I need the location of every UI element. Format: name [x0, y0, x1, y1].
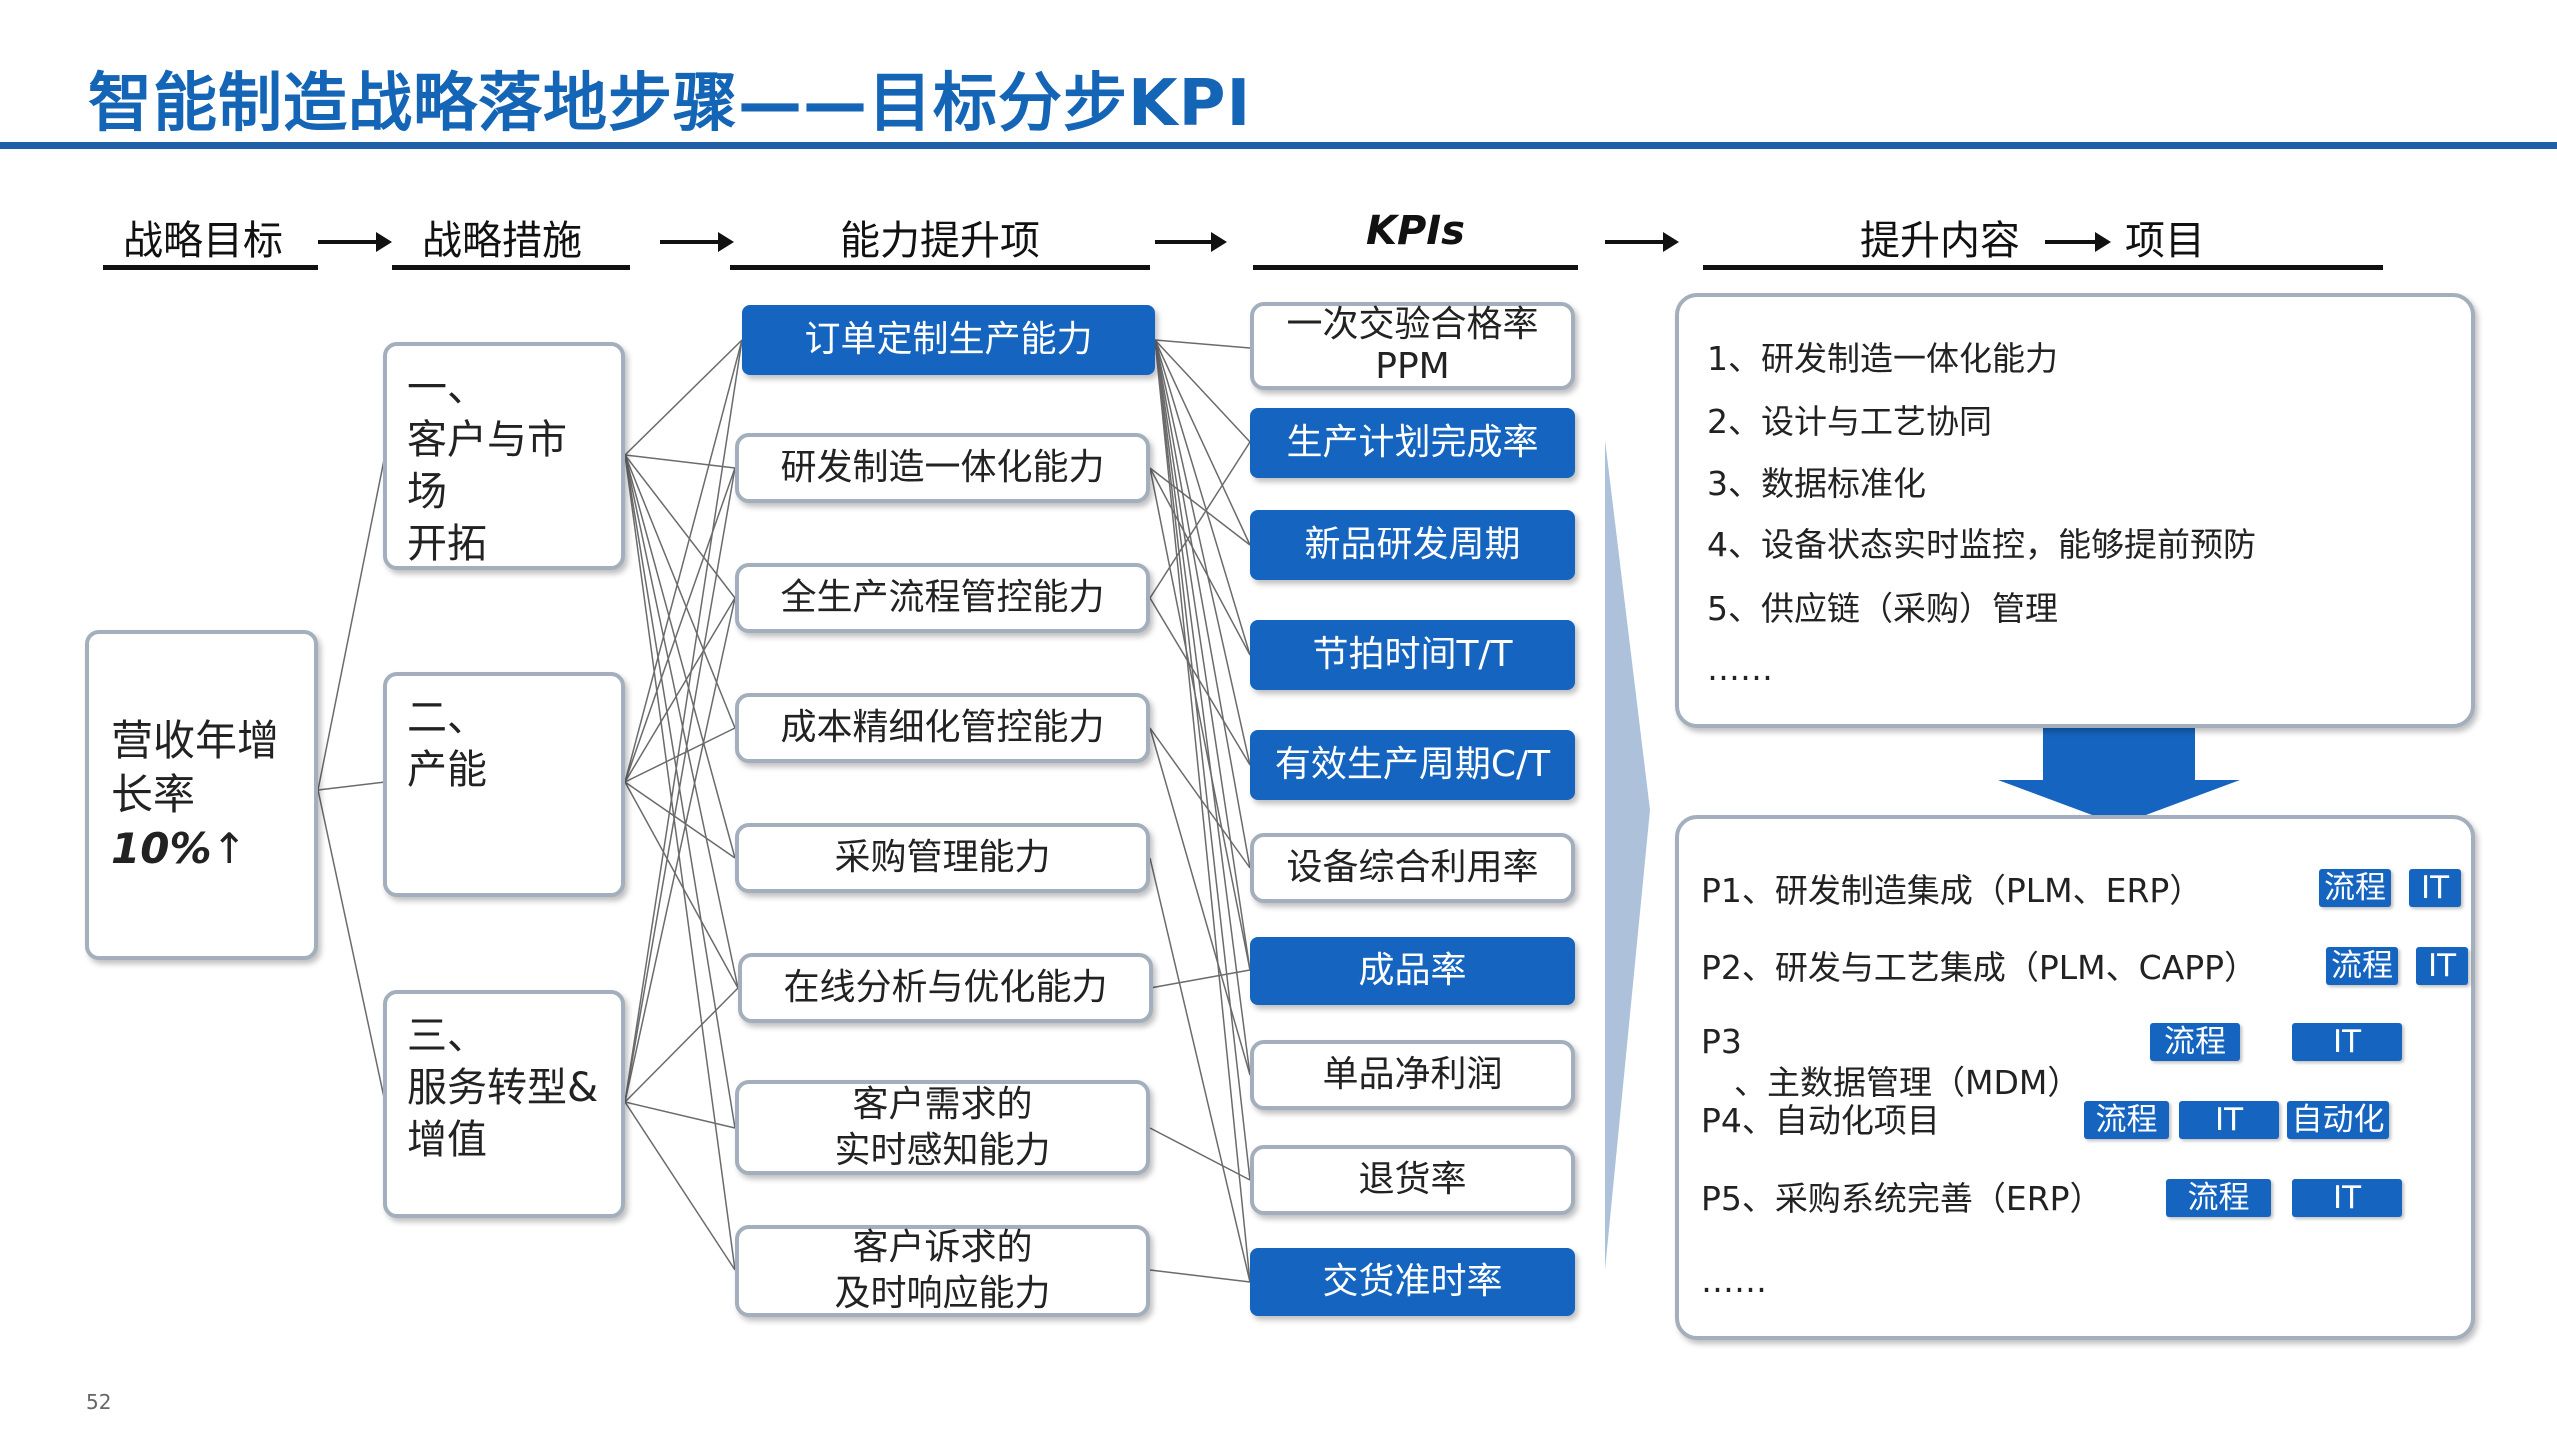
capability-item: 客户需求的实时感知能力 — [735, 1080, 1150, 1175]
kpi-item: 成品率 — [1250, 937, 1575, 1005]
kpi-item: 交货准时率 — [1250, 1248, 1575, 1316]
project-box: P1、研发制造集成（PLM、ERP） 流程 IT P2、研发与工艺集成（PLM、… — [1675, 815, 2475, 1340]
right-arrow-icon — [660, 232, 734, 252]
it-tag: IT — [2292, 1179, 2402, 1217]
it-tag: IT — [2179, 1101, 2279, 1139]
content-list-box: 1、研发制造一体化能力 2、设计与工艺协同 3、数据标准化 4、设备状态实时监控… — [1675, 293, 2475, 728]
header-capabilities: 能力提升项 — [840, 218, 1040, 264]
automation-tag: 自动化 — [2287, 1101, 2389, 1139]
kpi-item: 设备综合利用率 — [1250, 833, 1575, 903]
capability-item: 订单定制生产能力 — [742, 305, 1155, 375]
project-p5: P5、采购系统完善（ERP） — [1701, 1179, 2103, 1218]
kpi-item: 退货率 — [1250, 1145, 1575, 1215]
kpi-item: 单品净利润 — [1250, 1040, 1575, 1110]
right-arrow-icon — [2045, 232, 2111, 252]
capability-item: 在线分析与优化能力 — [738, 953, 1153, 1023]
right-arrow-icon — [1155, 232, 1227, 252]
page-number: 52 — [86, 1390, 112, 1414]
page-title: 智能制造战略落地步骤——目标分步KPI — [88, 67, 1252, 141]
it-tag: IT — [2416, 947, 2468, 985]
goal-line-1: 营收年增 — [111, 716, 280, 765]
project-p4: P4、自动化项目 — [1701, 1101, 1940, 1140]
measure-box-1: 一、客户与市场开拓 — [383, 342, 625, 570]
header-underline — [392, 265, 630, 270]
project-p3: P3 — [1701, 1022, 1742, 1061]
goal-line-2: 长率10%↑ — [111, 770, 247, 873]
header-underline — [1703, 265, 2383, 270]
capability-item: 客户诉求的及时响应能力 — [735, 1225, 1150, 1317]
right-arrow-icon — [1605, 232, 1679, 252]
project-more: …… — [1701, 1261, 1767, 1300]
header-strategic-measures: 战略措施 — [422, 218, 582, 264]
measure-box-2: 二、产能 — [383, 672, 625, 897]
header-strategic-goal: 战略目标 — [123, 218, 283, 264]
header-project: 项目 — [2125, 218, 2205, 264]
kpi-item: 节拍时间T/T — [1250, 620, 1575, 690]
it-tag: IT — [2292, 1023, 2402, 1061]
kpi-item: 有效生产周期C/T — [1250, 730, 1575, 800]
process-tag: 流程 — [2319, 869, 2391, 907]
header-content: 提升内容 — [1860, 218, 2020, 264]
capability-item: 全生产流程管控能力 — [735, 563, 1150, 633]
list-item: 5、供应链（采购）管理 — [1707, 589, 2058, 628]
kpi-item: 生产计划完成率 — [1250, 408, 1575, 478]
goal-value: 10% — [111, 824, 212, 873]
it-tag: IT — [2409, 869, 2461, 907]
kpi-item: 新品研发周期 — [1250, 510, 1575, 580]
strategic-goal-box: 营收年增 长率10%↑ — [85, 630, 318, 960]
project-p1: P1、研发制造集成（PLM、ERP） — [1701, 871, 2203, 910]
process-tag: 流程 — [2326, 947, 2398, 985]
capability-item: 成本精细化管控能力 — [735, 693, 1150, 763]
header-underline — [1253, 265, 1578, 270]
list-item: 3、数据标准化 — [1707, 464, 1926, 503]
title-divider — [0, 142, 2557, 149]
header-underline — [103, 265, 318, 270]
header-underline — [730, 265, 1150, 270]
project-p2: P2、研发与工艺集成（PLM、CAPP） — [1701, 948, 2258, 987]
project-p3-label: 、主数据管理（MDM） — [1734, 1063, 2081, 1102]
process-tag: 流程 — [2150, 1023, 2240, 1061]
list-item: 2、设计与工艺协同 — [1707, 402, 1992, 441]
right-arrow-icon — [318, 232, 392, 252]
header-kpis: KPIs — [1365, 208, 1465, 254]
measure-box-3: 三、服务转型&增值 — [383, 990, 625, 1218]
capability-item: 研发制造一体化能力 — [735, 433, 1150, 503]
capability-item: 采购管理能力 — [735, 823, 1150, 893]
list-item: 4、设备状态实时监控，能够提前预防 — [1707, 525, 2256, 564]
list-item: …… — [1707, 649, 1773, 688]
process-tag: 流程 — [2084, 1101, 2169, 1139]
process-tag: 流程 — [2166, 1179, 2271, 1217]
list-item: 1、研发制造一体化能力 — [1707, 339, 2058, 378]
